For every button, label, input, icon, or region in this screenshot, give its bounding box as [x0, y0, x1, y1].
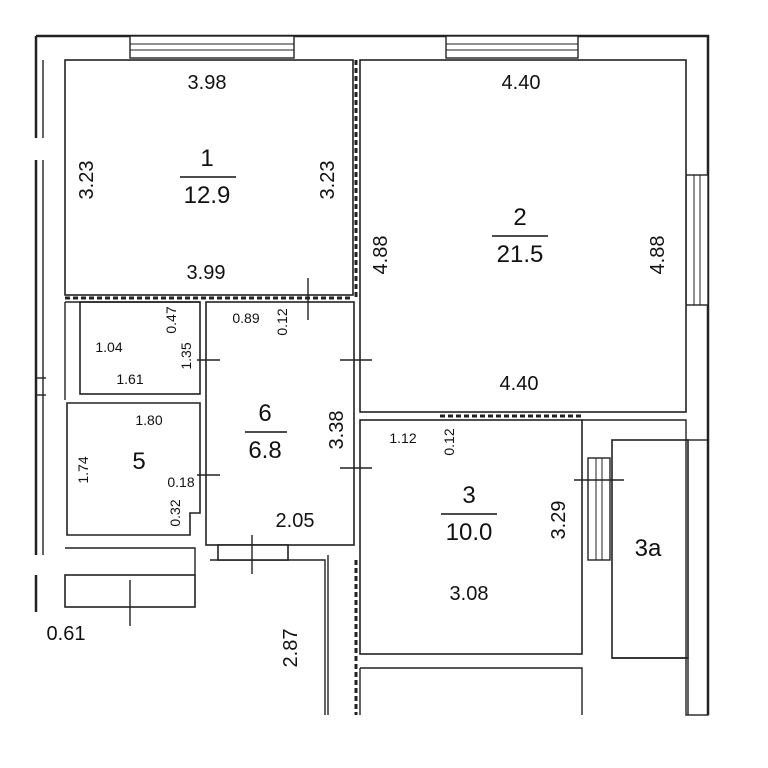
dim-r6-top-gap: 0.89 [232, 310, 259, 326]
dim-wc-width: 1.04 [95, 339, 122, 355]
dim-stair-length: 2.87 [280, 629, 302, 668]
room-1-number: 1 [200, 145, 213, 172]
room-5-number: 5 [132, 448, 145, 475]
window-top-right [445, 35, 579, 59]
room-wc [79, 301, 201, 395]
dim-r6-width: 2.05 [276, 510, 315, 532]
dim-r2-left: 4.88 [370, 236, 392, 275]
dim-r6-gap-vert: 0.12 [274, 308, 290, 335]
balcony-outline [582, 419, 689, 715]
door-ticks [129, 278, 624, 626]
room-1-label: 1 12.9 [180, 145, 236, 209]
dim-r3-gap: 0.12 [441, 428, 457, 455]
room-6-area: 6.8 [248, 437, 281, 464]
room-1-area: 12.9 [184, 182, 231, 209]
dim-r3-right: 3.29 [548, 501, 570, 540]
balcony-railing [685, 439, 709, 716]
dim-wc-height: 1.35 [178, 342, 194, 369]
dim-wc-bottom: 1.61 [116, 371, 143, 387]
dim-r5-top: 1.80 [135, 412, 162, 428]
room-3-area: 10.0 [446, 519, 493, 546]
room-3a [611, 439, 689, 659]
dim-r1-right: 3.23 [317, 161, 339, 200]
window-right [685, 174, 709, 306]
dim-r1-top: 3.98 [188, 72, 227, 94]
dim-r1-bottom: 3.99 [187, 262, 226, 284]
dim-r2-bottom: 4.40 [500, 373, 539, 395]
window-balcony [587, 457, 611, 561]
room-2-number: 2 [513, 204, 526, 231]
dim-closet-height: 0.47 [163, 306, 179, 333]
lower-room [359, 667, 583, 715]
door-lower [217, 544, 289, 561]
dim-r5-left: 1.74 [75, 456, 91, 483]
dim-corridor-bottom: 0.61 [47, 623, 86, 645]
dim-r5-gap: 0.18 [167, 474, 194, 490]
dim-r1-left: 3.23 [76, 161, 98, 200]
window-top-left [129, 35, 295, 59]
room-3-label: 3 10.0 [441, 482, 497, 546]
dim-r2-right: 4.88 [647, 236, 669, 275]
room-6-number: 6 [258, 400, 271, 427]
room-5 [66, 402, 201, 536]
room-2-label: 2 21.5 [492, 204, 548, 268]
room-3-number: 3 [462, 482, 475, 509]
dim-r5-step: 0.32 [167, 499, 183, 526]
dim-r3-top: 1.12 [389, 430, 416, 446]
room-3a-number: 3a [635, 535, 662, 562]
room-6-label: 6 6.8 [245, 400, 287, 464]
outer-wall [34, 34, 710, 715]
dim-r3-bottom: 3.08 [450, 583, 489, 605]
dim-r2-top: 4.40 [502, 72, 541, 94]
wc-outline [64, 301, 200, 400]
room-3 [359, 419, 583, 655]
dim-r6-height: 3.38 [326, 411, 348, 450]
room-2-area: 21.5 [497, 241, 544, 268]
